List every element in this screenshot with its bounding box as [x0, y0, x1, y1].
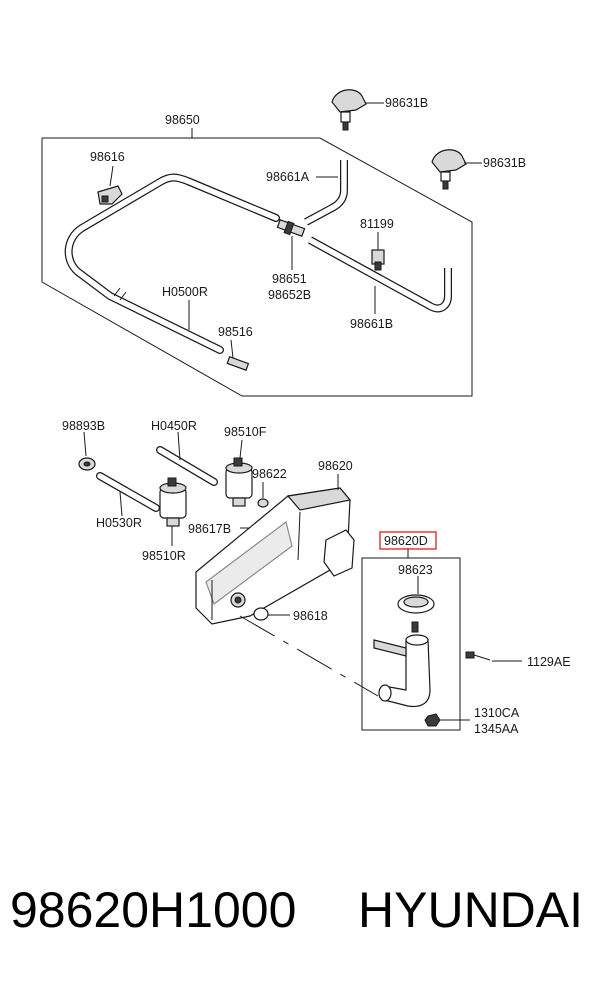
filler-neck-frame [361, 548, 461, 731]
grommet-icon [78, 431, 96, 471]
alignment-line [239, 615, 379, 697]
hose-clip-icon [97, 165, 123, 205]
label-98516: 98516 [218, 325, 253, 339]
washer-pump-front-icon [225, 439, 253, 507]
nut-icon [424, 713, 470, 727]
label-98617b: 98617B [188, 522, 231, 536]
hose-assembly-frame [41, 128, 473, 397]
label-81199: 81199 [360, 217, 394, 231]
label-h0500r: H0500R [162, 285, 208, 299]
washer-nozzle-upper-icon [331, 89, 384, 131]
seal-98618-icon [253, 607, 290, 621]
label-98510f: 98510F [224, 425, 267, 439]
part-number: 98620H1000 [10, 882, 297, 938]
label-h0530r: H0530R [96, 516, 142, 530]
label-1345aa: 1345AA [474, 722, 519, 736]
label-98652b: 98652B [268, 288, 311, 302]
washer-reservoir-icon [195, 474, 355, 625]
label-1310ca: 1310CA [474, 706, 520, 720]
hose-98661a-icon [304, 160, 348, 226]
label-98661b: 98661B [350, 317, 393, 331]
washer-hose-main-icon [64, 173, 280, 354]
hose-connector-icon [276, 219, 306, 270]
pump-grommet-icon [257, 482, 269, 508]
label-98631b-lower: 98631B [483, 156, 526, 170]
hose-h0530r-icon [96, 472, 160, 517]
retainer-clip-icon [371, 232, 385, 271]
label-98618: 98618 [293, 609, 328, 623]
label-98620: 98620 [318, 459, 353, 473]
filler-cap-icon [397, 576, 435, 614]
label-98510r: 98510R [142, 549, 186, 563]
label-98622: 98622 [252, 467, 287, 481]
label-98616: 98616 [90, 150, 125, 164]
hose-98661b-icon [308, 236, 452, 314]
hose-h0450r-icon [156, 431, 218, 486]
hose-joint-icon [226, 339, 250, 371]
bolt-icon [465, 651, 522, 662]
label-h0450r: H0450R [151, 419, 197, 433]
label-98651: 98651 [272, 272, 307, 286]
washer-pump-rear-icon [159, 477, 187, 546]
label-1129ae: 1129AE [527, 655, 571, 669]
label-98620d: 98620D [384, 534, 428, 548]
label-98623: 98623 [398, 563, 433, 577]
filler-neck-icon [373, 621, 431, 708]
washer-nozzle-lower-icon [431, 149, 482, 190]
part-caption: 98620H1000 HYUNDAI [10, 880, 590, 940]
label-98631b-upper: 98631B [385, 96, 428, 110]
label-98893b: 98893B [62, 419, 105, 433]
label-98661a: 98661A [266, 170, 310, 184]
highlight-box-98620d [379, 531, 437, 550]
label-98650: 98650 [165, 113, 200, 127]
brand-name: HYUNDAI [358, 882, 584, 938]
